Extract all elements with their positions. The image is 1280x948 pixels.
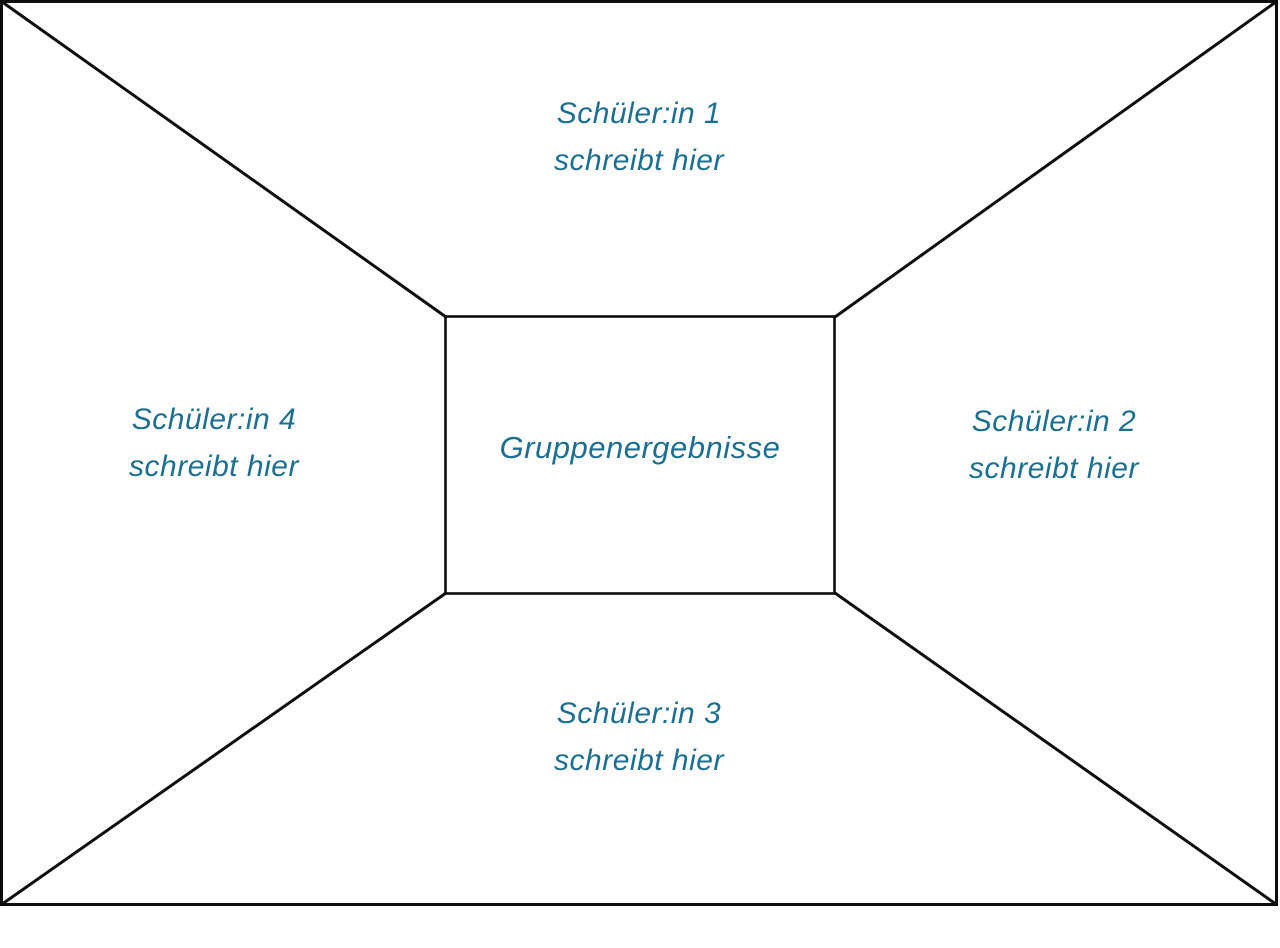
student-3-name: Schüler:in 3: [556, 697, 722, 730]
student-2-hint: schreibt hier: [969, 452, 1139, 485]
diagonal-top-right: [833, 0, 1278, 319]
diagonal-bottom-right: [833, 591, 1278, 906]
student-2-name: Schüler:in 2: [971, 405, 1137, 438]
student-4-name: Schüler:in 4: [131, 403, 297, 436]
outer-border: [0, 0, 1278, 906]
label-student-1: Schüler:in 1 schreibt hier: [554, 90, 724, 184]
label-student-3: Schüler:in 3 schreibt hier: [554, 690, 724, 784]
diagonal-bottom-left: [0, 591, 448, 906]
student-3-hint: schreibt hier: [554, 744, 724, 777]
label-student-2: Schüler:in 2 schreibt hier: [969, 398, 1139, 492]
student-1-hint: schreibt hier: [554, 144, 724, 177]
center-rectangle: [444, 315, 836, 595]
student-1-name: Schüler:in 1: [556, 97, 722, 130]
label-student-4: Schüler:in 4 schreibt hier: [129, 396, 299, 490]
diagonal-top-left: [0, 0, 448, 319]
student-4-hint: schreibt hier: [129, 450, 299, 483]
group-results-label: Gruppenergebnisse: [499, 430, 781, 465]
